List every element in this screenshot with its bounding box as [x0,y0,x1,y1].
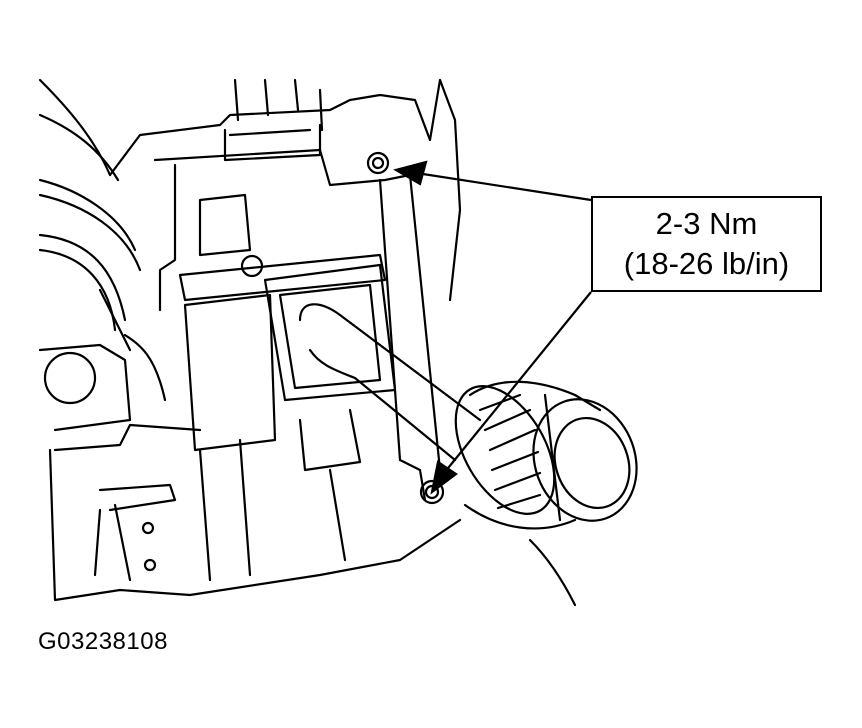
figure-id-label: G03238108 [38,628,168,655]
torque-lbin-label: (18-26 lb/in) [623,246,790,281]
torque-spec-callout: 2-3 Nm (18-26 lb/in) [591,196,822,292]
housing-linework [38,78,638,607]
torque-nm-label: 2-3 Nm [655,206,758,242]
leader-lines [393,160,592,495]
